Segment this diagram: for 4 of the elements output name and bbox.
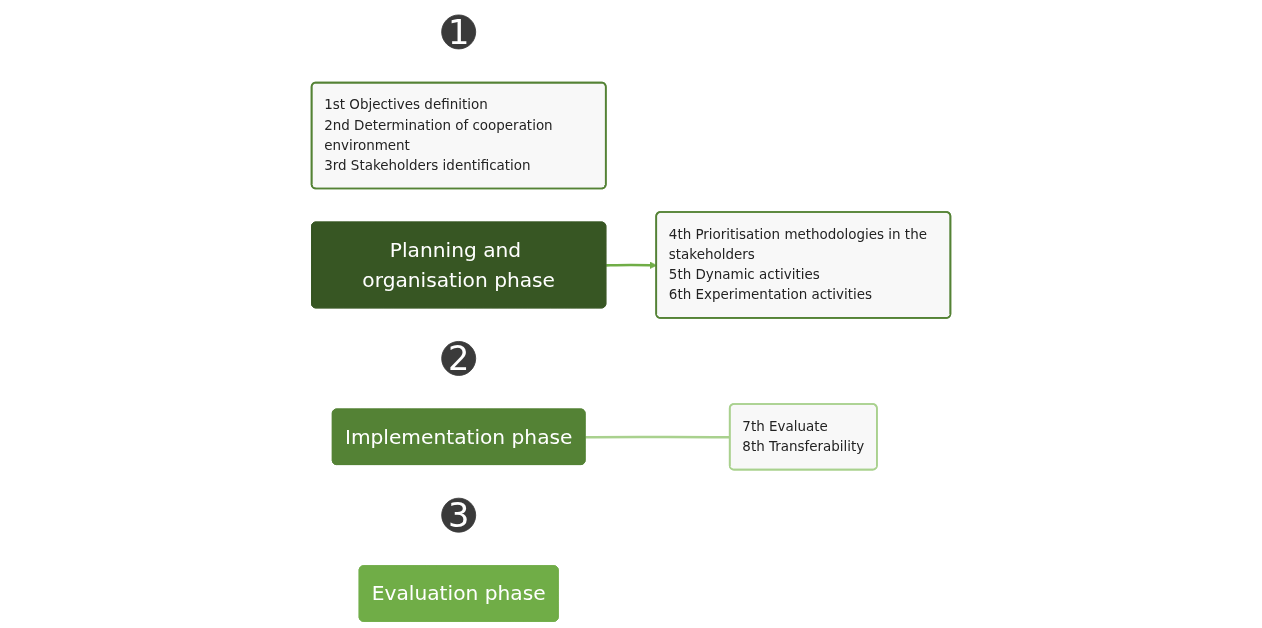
- arrow: [606, 261, 657, 269]
- node-circle: 3: [441, 497, 477, 533]
- node-circle: 2: [441, 341, 477, 376]
- node-circle: 1: [441, 14, 477, 50]
